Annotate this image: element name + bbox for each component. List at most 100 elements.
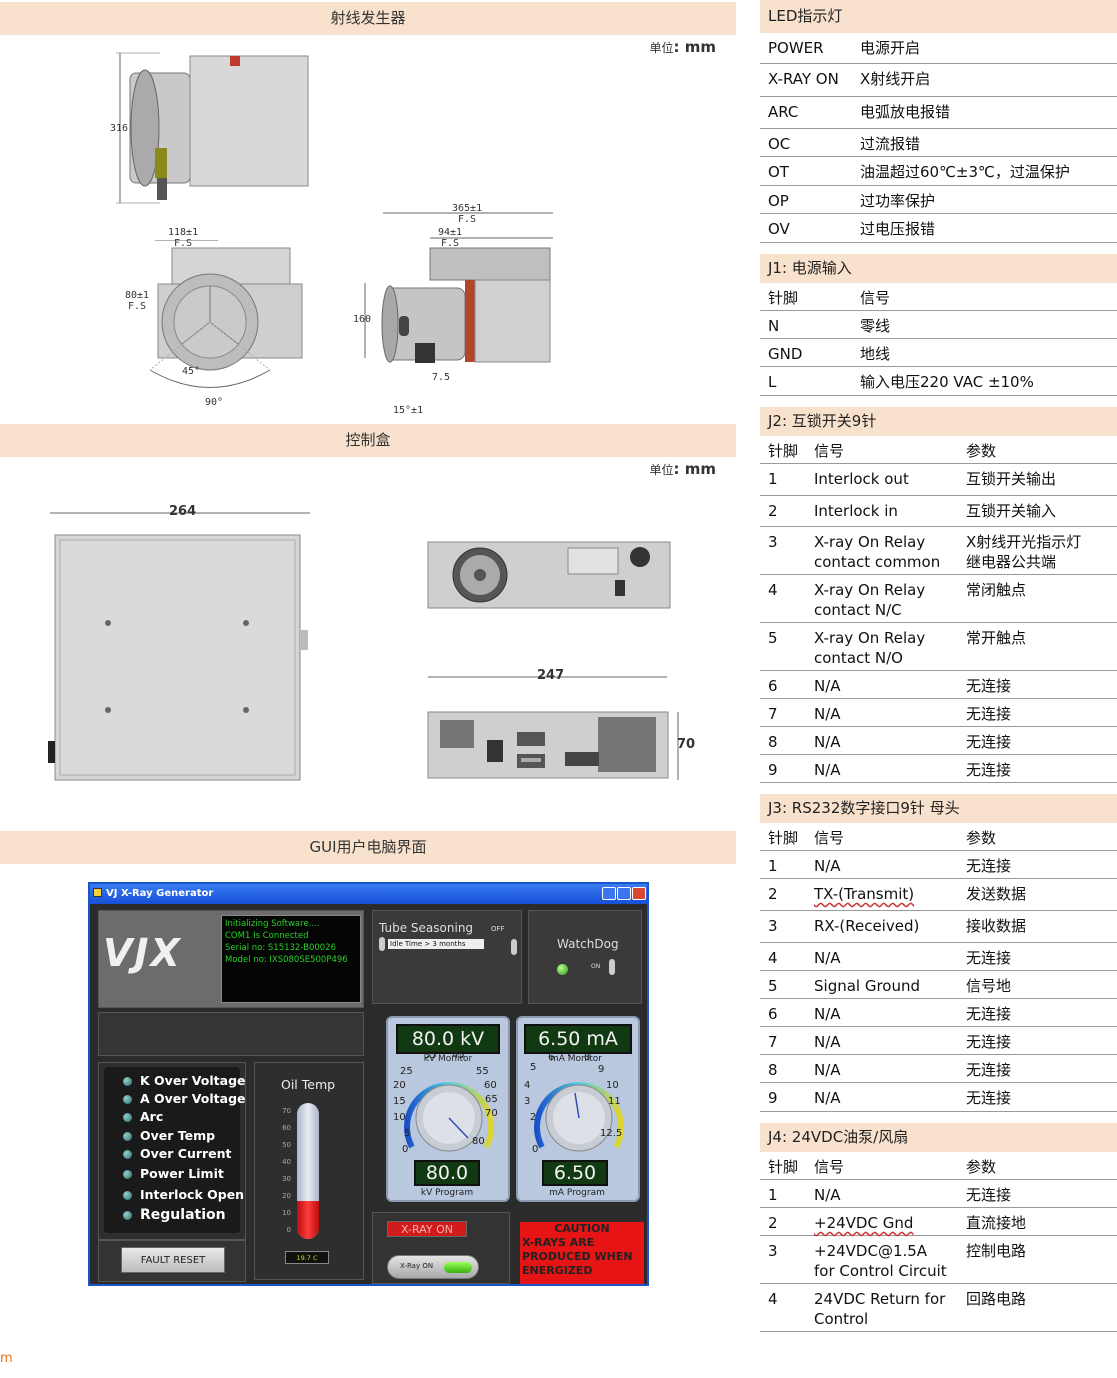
seasoning-toggle[interactable] [511, 939, 517, 955]
close-button[interactable] [632, 887, 646, 900]
app-icon [93, 888, 102, 897]
watchdog-panel: WatchDog ON [528, 910, 642, 1004]
left-column: 射线发生器 单位: mm 316 118±1 F.S 80±1 F.S 45° … [0, 2, 736, 1366]
table-header-row: 针脚信号 [760, 283, 1117, 311]
kv-monitor-label: kV Monitor [423, 1054, 473, 1064]
page-footer-fragment: m [0, 1351, 13, 1366]
oil-temp-label: Oil Temp [281, 1077, 336, 1092]
section-header-controlbox: 控制盒 [0, 424, 736, 457]
seasoning-toggle-left[interactable] [379, 937, 385, 951]
off-label: OFF [491, 925, 505, 933]
oil-temp-fill [297, 1201, 319, 1239]
oil-thermometer [297, 1103, 319, 1239]
fault-k-over-voltage: K Over Voltage [123, 1072, 246, 1090]
ma-program-label: mA Program [549, 1188, 605, 1198]
maximize-button[interactable] [617, 887, 631, 900]
generator-front-drawing [149, 240, 303, 388]
fault-reset-panel: FAULT RESET [98, 1240, 246, 1282]
xray-on-panel: X-RAY ON X-Ray ON [372, 1212, 510, 1284]
fault-power-limit: Power Limit [123, 1165, 224, 1183]
watchdog-led [557, 964, 568, 975]
ma-monitor-label: mA Monitor [550, 1054, 602, 1064]
j3-table-title: J3: RS232数字接口9针 母头 [760, 794, 1117, 823]
kv-program-label: kV Program [420, 1188, 474, 1198]
dim-80: 80±1 F.S [125, 290, 150, 312]
fault-over-current: Over Current [123, 1145, 232, 1163]
gui-titlebar: VJ X-Ray Generator [90, 884, 647, 904]
fault-interlock-open: Interlock Open [123, 1186, 244, 1204]
j2-table-title: J2: 互锁开关9针 [760, 407, 1117, 436]
fault-reset-button[interactable]: FAULT RESET [121, 1247, 225, 1273]
dim-45: 45° [182, 366, 201, 377]
kv-monitor-display: 80.0 kV [396, 1024, 500, 1054]
tube-seasoning-panel: Tube Seasoning OFF Idle Time > 3 months [372, 910, 522, 1004]
table-header-row: 针脚信号参数 [760, 823, 1117, 851]
blank-panel [98, 1012, 364, 1056]
j1-table-title: J1: 电源输入 [760, 254, 1117, 283]
status-console: Initializing Software.... COM1 Is Connec… [221, 915, 361, 1003]
ma-program-display[interactable]: 6.50 [542, 1160, 608, 1186]
led-table-title: LED指示灯 [760, 0, 1117, 33]
watchdog-label: WatchDog [557, 937, 619, 951]
fault-over-temp: Over Temp [123, 1127, 215, 1145]
controlbox-back-drawing [427, 676, 679, 780]
caution-label: CAUTION X-RAYS ARE PRODUCED WHEN ENERGIZ… [520, 1222, 644, 1284]
dim-70: 70 [677, 737, 696, 752]
kv-program-display[interactable]: 80.0 [414, 1160, 480, 1186]
j4-table-title: J4: 24VDC油泵/风扇 [760, 1123, 1117, 1152]
vjx-logo: VJX [103, 931, 182, 975]
tube-seasoning-label: Tube Seasoning [379, 921, 474, 935]
xray-on-button[interactable]: X-Ray ON [387, 1255, 479, 1279]
unit-label-generator: 单位: mm [649, 38, 717, 56]
fault-arc: Arc [123, 1108, 163, 1126]
dim-247: 247 [537, 668, 565, 683]
ma-knob[interactable] [520, 1062, 638, 1166]
dim-160: 160 [353, 314, 372, 325]
idle-time-field: Idle Time > 3 months [388, 939, 484, 949]
fault-panel: K Over Voltage A Over Voltage Arc Over T… [98, 1062, 246, 1240]
gui-screenshot: VJ X-Ray Generator VJX Initializing Soft… [88, 882, 649, 1286]
xray-on-button-light [444, 1262, 472, 1273]
table-header-row: 针脚信号参数 [760, 436, 1117, 464]
controlbox-top-drawing [48, 512, 310, 781]
minimize-button[interactable] [602, 887, 616, 900]
generator-right-drawing [364, 212, 553, 363]
watchdog-toggle[interactable] [609, 959, 615, 975]
kv-knob[interactable] [390, 1062, 508, 1166]
dim-7-5: 7.5 [432, 372, 451, 383]
dim-365: 365±1 F.S [452, 203, 483, 225]
ma-scale: 0 2 3 4 5 6 7 8 9 10 11 12.5 [524, 1048, 623, 1155]
